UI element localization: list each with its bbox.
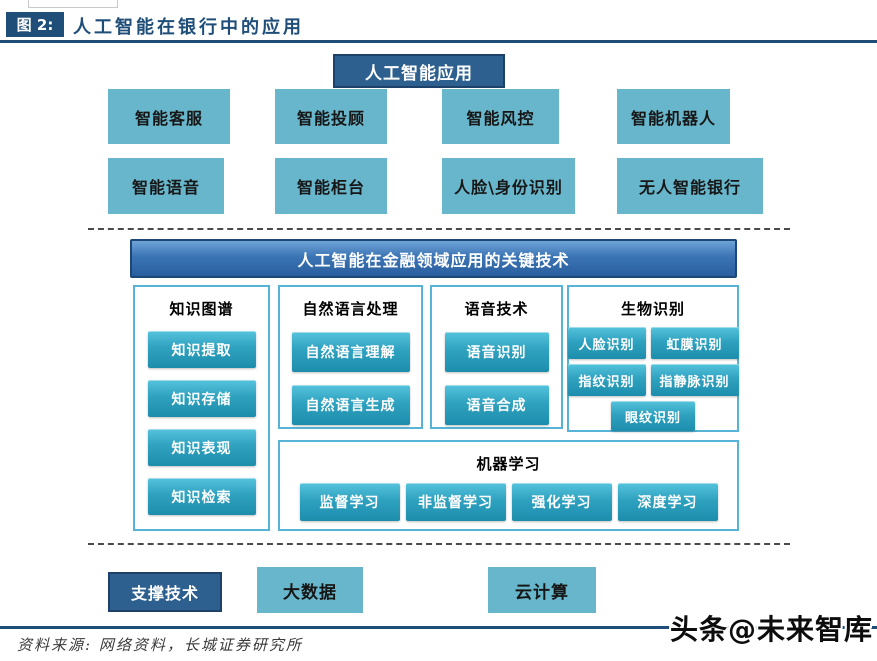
figure-title: 人工智能在银行中的应用 [73, 17, 304, 38]
tech-node-speech-synthesis: 语音合成 [444, 385, 549, 425]
footer-divider [0, 626, 877, 629]
header-divider [0, 40, 877, 43]
tech-node-fingerprint-recognition: 指纹识别 [567, 364, 646, 396]
app-node-smart-customer-service: 智能客服 [108, 89, 230, 144]
node-support-tech: 支撑技术 [108, 572, 222, 612]
tech-node-nlu: 自然语言理解 [291, 332, 410, 372]
app-node-smart-counter: 智能柜台 [275, 158, 387, 214]
tech-node-eyeprint-recognition: 眼纹识别 [611, 401, 695, 431]
tech-node-knowledge-storage: 知识存储 [147, 380, 256, 417]
node-ai-applications: 人工智能应用 [333, 54, 505, 88]
tech-node-knowledge-extraction: 知识提取 [147, 331, 256, 368]
page-fragment [28, 0, 118, 8]
source-note: 资料来源: 网络资料，长城证券研究所 [17, 636, 303, 654]
app-node-robo-advisor: 智能投顾 [275, 89, 387, 144]
app-node-smart-voice: 智能语音 [108, 158, 224, 214]
app-node-face-id-recognition: 人脸\身份识别 [442, 158, 575, 214]
tech-node-supervised-learning: 监督学习 [299, 483, 400, 521]
app-node-unmanned-bank: 无人智能银行 [617, 158, 763, 214]
watermark: 头条@未来智库 [669, 613, 873, 646]
panel-biometrics: 生物识别 人脸识别 虹膜识别 指纹识别 指静脉识别 眼纹识别 [567, 285, 739, 432]
app-node-risk-control: 智能风控 [442, 89, 559, 144]
tech-node-finger-vein-recognition: 指静脉识别 [650, 364, 739, 396]
key-tech-banner: 人工智能在金融领域应用的关键技术 [130, 239, 737, 278]
tech-node-face-recognition: 人脸识别 [567, 327, 646, 359]
dashed-divider-top [88, 228, 790, 230]
app-node-smart-robot: 智能机器人 [617, 89, 730, 144]
panel-nlp: 自然语言处理 自然语言理解 自然语言生成 [278, 285, 423, 429]
node-cloud-computing: 云计算 [488, 567, 596, 613]
tech-node-reinforcement-learning: 强化学习 [511, 483, 612, 521]
tech-node-knowledge-representation: 知识表现 [147, 429, 256, 466]
panel-title: 语音技术 [464, 300, 529, 318]
panel-knowledge-graph: 知识图谱 知识提取 知识存储 知识表现 知识检索 [133, 285, 270, 531]
panel-title: 自然语言处理 [302, 300, 399, 318]
tech-node-nlg: 自然语言生成 [291, 385, 410, 425]
panel-title: 机器学习 [476, 455, 541, 473]
panel-speech-tech: 语音技术 语音识别 语音合成 [430, 285, 563, 429]
tech-node-unsupervised-learning: 非监督学习 [405, 483, 506, 521]
panel-machine-learning: 机器学习 监督学习 非监督学习 强化学习 深度学习 [278, 440, 739, 531]
figure-label: 图 2: [6, 12, 64, 37]
panel-title: 知识图谱 [169, 300, 234, 318]
tech-node-iris-recognition: 虹膜识别 [650, 327, 739, 359]
tech-node-deep-learning: 深度学习 [617, 483, 718, 521]
panel-title: 生物识别 [620, 300, 685, 318]
dashed-divider-bottom [88, 543, 790, 545]
tech-node-speech-recognition: 语音识别 [444, 332, 549, 372]
tech-node-knowledge-retrieval: 知识检索 [147, 478, 256, 515]
node-big-data: 大数据 [257, 567, 363, 613]
